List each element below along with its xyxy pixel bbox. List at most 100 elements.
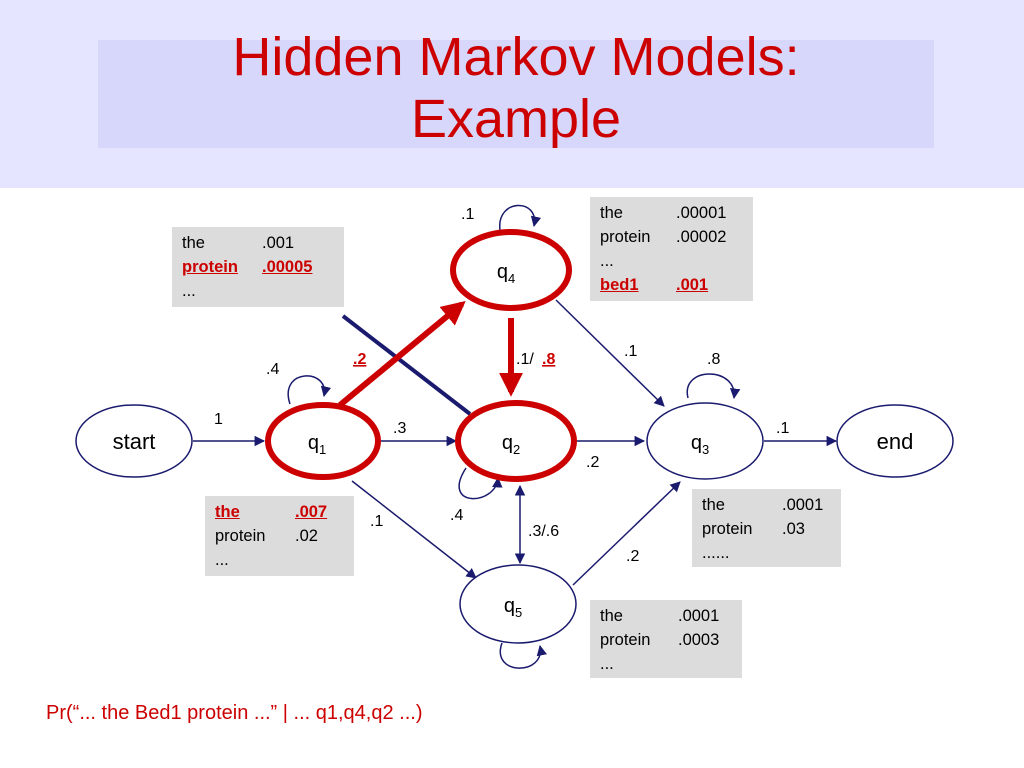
emission-row: the .00001 xyxy=(600,201,745,225)
label-q1-self: .4 xyxy=(266,361,279,378)
emission-row: protein .03 xyxy=(702,517,833,541)
emission-row: ... xyxy=(215,548,346,572)
state-q4-label: q xyxy=(497,261,508,283)
emission-word: protein xyxy=(182,258,238,276)
edge-q4-q3 xyxy=(555,299,665,407)
emission-word: ... xyxy=(215,551,229,569)
emission-row: ... xyxy=(600,249,745,273)
state-end: end xyxy=(836,404,954,478)
state-q2-label: q xyxy=(502,432,513,454)
emission-prob: .00005 xyxy=(262,258,313,276)
emission-table-q2: the .00001 protein .00002... bed1 .001 xyxy=(590,197,753,301)
emission-prob: .02 xyxy=(295,527,318,545)
label-q1-q5: .1 xyxy=(370,513,383,530)
label-q4-self: .1 xyxy=(461,206,474,223)
emission-prob: .03 xyxy=(782,520,805,538)
emission-word: protein xyxy=(600,228,651,246)
svg-text:q5: q5 xyxy=(504,595,522,620)
emission-row: protein .0003 xyxy=(600,628,734,652)
emission-row: ...... xyxy=(702,541,833,565)
self-loop-q3 xyxy=(686,373,741,400)
emission-word: protein xyxy=(600,631,651,649)
state-q2: q2 xyxy=(455,400,577,482)
label-q4-q2-a: .1/ xyxy=(516,351,534,368)
state-q1-label: q xyxy=(308,432,319,454)
emission-word: ... xyxy=(182,282,196,300)
self-loop-q1 xyxy=(287,375,332,405)
label-q4-q3: .1 xyxy=(624,343,637,360)
state-q5: q5 xyxy=(459,564,577,644)
emission-prob: .001 xyxy=(262,234,295,252)
emission-word: bed1 xyxy=(600,276,639,294)
svg-text:q1: q1 xyxy=(308,432,326,457)
emission-word: the xyxy=(702,496,725,514)
emission-prob: .0001 xyxy=(782,496,824,514)
emission-row: bed1 .001 xyxy=(600,273,745,297)
emission-row: the .007 xyxy=(215,500,346,524)
emission-table-q1: the .007 protein .02... xyxy=(205,496,354,576)
self-loop-q2 xyxy=(458,467,503,500)
label-q2-self: .4 xyxy=(450,507,463,524)
state-q3-label: q xyxy=(691,432,702,454)
edge-q1-q5 xyxy=(351,480,477,579)
emission-prob: .001 xyxy=(676,276,709,294)
emission-word: ...... xyxy=(702,544,730,562)
svg-text:q2: q2 xyxy=(502,432,520,457)
svg-text:q3: q3 xyxy=(691,432,709,457)
title-line-2: Example xyxy=(410,89,622,149)
state-start-label: start xyxy=(113,429,156,454)
emission-table-q3: the .0001 protein .03...... xyxy=(692,489,841,567)
emission-word: protein xyxy=(702,520,753,538)
emission-row: protein .02 xyxy=(215,524,346,548)
emission-prob: .0001 xyxy=(678,607,720,625)
emission-word: protein xyxy=(215,527,266,545)
title-line-1: Hidden Markov Models: xyxy=(232,27,800,87)
emission-prob: .00001 xyxy=(676,204,727,222)
label-q1-q4: .2 xyxy=(353,351,366,368)
emission-row: the .001 xyxy=(182,231,336,255)
label-q3-end: .1 xyxy=(776,420,789,437)
state-start: start xyxy=(75,404,193,478)
emission-prob: .00002 xyxy=(676,228,727,246)
emission-row: protein .00002 xyxy=(600,225,745,249)
emission-row: ... xyxy=(182,279,336,303)
emission-row: ... xyxy=(600,652,734,676)
svg-text:q4: q4 xyxy=(497,261,515,286)
emission-prob: .0003 xyxy=(678,631,720,649)
state-q1-sub: 1 xyxy=(319,442,326,457)
edge-q5-q3 xyxy=(572,481,681,586)
state-q5-label: q xyxy=(504,595,515,617)
emission-word: ... xyxy=(600,655,614,673)
path-slash xyxy=(341,314,472,416)
state-q1: q1 xyxy=(265,402,381,480)
title-box xyxy=(98,40,934,148)
state-q3: q3 xyxy=(646,402,764,480)
state-q4: q4 xyxy=(450,229,572,311)
emission-word: the xyxy=(600,204,623,222)
emission-prob: .007 xyxy=(295,503,328,521)
label-q1-q2: .3 xyxy=(393,420,406,437)
emission-word: the xyxy=(215,503,240,521)
label-q3-self: .8 xyxy=(707,351,720,368)
emission-row: the .0001 xyxy=(600,604,734,628)
emission-word: the xyxy=(600,607,623,625)
emission-word: ... xyxy=(600,252,614,270)
emission-row: protein .00005 xyxy=(182,255,336,279)
state-end-label: end xyxy=(877,429,914,454)
label-start-q1: 1 xyxy=(214,411,223,428)
emission-table-q5: the .0001 protein .0003... xyxy=(590,600,742,678)
edge-q1-q4-highlight xyxy=(338,300,466,408)
state-q2-sub: 2 xyxy=(513,442,520,457)
slide-title: Hidden Markov Models: Example xyxy=(98,26,934,150)
label-q4-q2-b: .8 xyxy=(542,351,555,368)
state-q3-sub: 3 xyxy=(702,442,709,457)
self-loop-q4 xyxy=(499,204,542,231)
state-q4-sub: 4 xyxy=(508,271,515,286)
label-q5-q3: .2 xyxy=(626,548,639,565)
emission-word: the xyxy=(182,234,205,252)
emission-table-q4: the .001 protein .00005... xyxy=(172,227,344,307)
probability-formula: Pr(“... the Bed1 protein ...” | ... q1,q… xyxy=(46,702,423,724)
label-q2-q3: .2 xyxy=(586,454,599,471)
self-loop-q5 xyxy=(499,642,547,669)
